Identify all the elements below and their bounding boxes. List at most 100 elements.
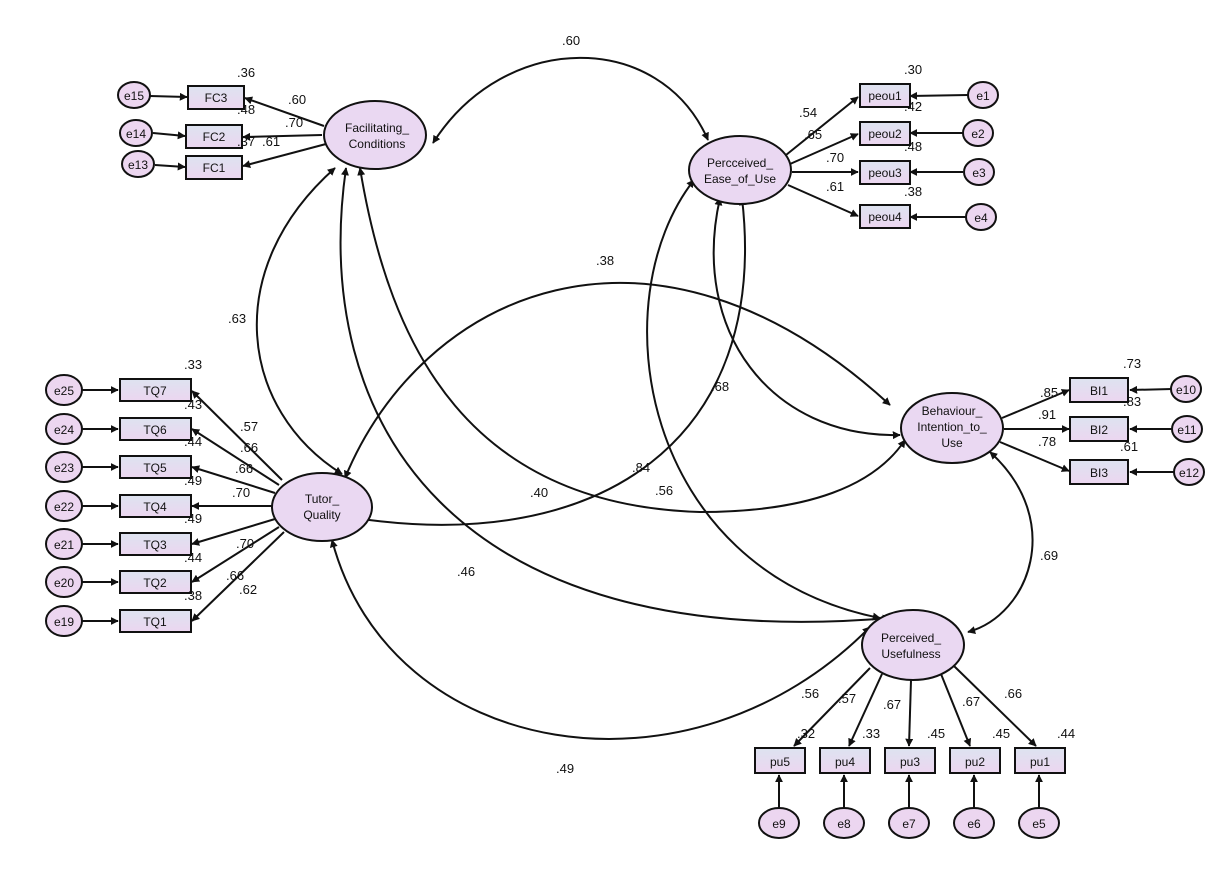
error-ellipse-e13	[121, 150, 155, 178]
r-squared-labels: .36 .48 .37 .30 .42 .48 .38 .73 .83 .61 …	[184, 62, 1141, 741]
error-label-e9: e9	[772, 817, 786, 831]
covariance-peou-bi	[712, 197, 901, 440]
loading-labels: .60 .70 .61 .54 .65 .70 .61 .85 .91 .78 …	[226, 92, 1058, 712]
loading-label-peou4: .61	[826, 179, 844, 194]
latent-label-bi-line2: Intention_to_	[917, 420, 987, 434]
error-ellipse-e15	[117, 81, 151, 109]
latent-ellipse-perceived-usefulness	[861, 609, 965, 681]
indicator-label-peou4: peou4	[868, 210, 902, 224]
covariance-labels: .60 .63 .56 .46 .68 .40 .84 .38 .49 .69	[228, 33, 1058, 776]
indicator-box-fc3	[187, 85, 245, 110]
latent-variables: Facilitating_ Conditions Percceived_ Eas…	[271, 100, 1004, 681]
latent-label-fc-line2: Conditions	[349, 137, 406, 151]
indicator-label-bi2: BI2	[1090, 423, 1108, 437]
loading-label-tq1: .62	[239, 582, 257, 597]
indicator-box-bi1	[1069, 377, 1129, 403]
loading-label-tq7: .57	[240, 419, 258, 434]
covariance-tq-bi	[344, 281, 891, 479]
indicator-box-fc2	[185, 124, 243, 149]
error-label-e22: e22	[54, 500, 74, 514]
indicator-label-tq4: TQ4	[143, 500, 167, 514]
indicator-box-tq5	[119, 455, 192, 479]
latent-label-tq-line1: Tutor_	[305, 492, 340, 506]
error-ellipse-e7	[888, 807, 930, 839]
latent-ellipse-tutor-quality	[271, 472, 373, 542]
fc-indicators: FC3 FC2 FC1	[185, 85, 245, 180]
r2-label-pu1: .44	[1057, 726, 1075, 741]
loading-label-tq3: .70	[236, 536, 254, 551]
indicator-box-pu4	[819, 747, 871, 774]
indicator-label-pu3: pu3	[900, 755, 920, 769]
error-ellipse-e5	[1018, 807, 1060, 839]
covariance-peou-tq	[354, 197, 747, 526]
latent-ellipse-perceived-ease-of-use	[688, 135, 792, 205]
indicator-label-fc2: FC2	[203, 130, 226, 144]
r2-label-tq3: .49	[184, 511, 202, 526]
error-label-e14: e14	[126, 127, 146, 141]
r2-label-peou4: .38	[904, 184, 922, 199]
indicator-label-fc1: FC1	[203, 161, 226, 175]
r2-label-bi2: .83	[1123, 394, 1141, 409]
error-ellipse-e14	[119, 119, 153, 147]
loading-label-bi3: .78	[1038, 434, 1056, 449]
indicator-box-fc1	[185, 155, 243, 180]
covariance-label-tq-pu: .49	[556, 761, 574, 776]
error-label-e20: e20	[54, 576, 74, 590]
error-ellipse-e12	[1173, 458, 1205, 486]
error-label-e3: e3	[972, 166, 986, 180]
indicator-label-tq7: TQ7	[143, 384, 167, 398]
r2-label-peou2: .42	[904, 99, 922, 114]
latent-label-pu-line2: Usefulness	[881, 647, 940, 661]
indicator-label-tq3: TQ3	[143, 538, 167, 552]
error-label-e15: e15	[124, 89, 144, 103]
indicator-label-bi1: BI1	[1090, 384, 1108, 398]
error-ellipse-e24	[45, 413, 83, 445]
indicator-box-tq7	[119, 378, 192, 402]
covariance-label-fc-bi: .56	[655, 483, 673, 498]
loading-label-pu4: .57	[838, 691, 856, 706]
error-ellipse-e2	[962, 119, 994, 147]
r2-label-bi1: .73	[1123, 356, 1141, 371]
error-ellipse-e1	[967, 81, 999, 109]
error-ellipse-e9	[758, 807, 800, 839]
covariance-label-bi-pu: .69	[1040, 548, 1058, 563]
indicator-label-fc3: FC3	[205, 91, 228, 105]
indicator-box-pu5	[754, 747, 806, 774]
r2-label-pu4: .33	[862, 726, 880, 741]
error-ellipse-e8	[823, 807, 865, 839]
indicator-box-peou1	[859, 83, 911, 108]
error-ellipse-e3	[963, 158, 995, 186]
indicator-label-bi3: BI3	[1090, 466, 1108, 480]
r2-label-fc3: .36	[237, 65, 255, 80]
indicator-box-peou3	[859, 160, 911, 185]
latent-label-bi-line3: Use	[941, 436, 963, 450]
indicator-box-tq2	[119, 570, 192, 594]
indicator-box-pu3	[884, 747, 936, 774]
indicator-box-bi3	[1069, 459, 1129, 485]
covariance-label-peou-pu: .84	[632, 460, 650, 475]
error-label-e13: e13	[128, 158, 148, 172]
error-ellipse-e10	[1170, 375, 1202, 403]
error-label-e1: e1	[976, 89, 990, 103]
r2-label-pu2: .45	[992, 726, 1010, 741]
error-label-e19: e19	[54, 615, 74, 629]
r2-label-tq2: .44	[184, 550, 202, 565]
latent-label-fc-line1: Facilitating_	[345, 121, 409, 135]
covariance-fc-peou	[432, 57, 709, 144]
covariance-curves	[255, 57, 1034, 740]
error-label-e2: e2	[971, 127, 985, 141]
indicator-label-pu4: pu4	[835, 755, 855, 769]
loading-label-peou1: .54	[799, 105, 817, 120]
error-ellipse-e23	[45, 451, 83, 483]
covariance-label-fc-tq: .63	[228, 311, 246, 326]
latent-ellipse-facilitating-conditions	[323, 100, 427, 170]
r2-label-pu5: .32	[797, 726, 815, 741]
covariance-label-peou-tq: .40	[530, 485, 548, 500]
indicator-label-peou1: peou1	[868, 89, 902, 103]
error-terms: e15 e14 e13 e1 e2 e3 e4 e10 e11 e12 e25 …	[45, 81, 1205, 839]
r2-label-fc2: .48	[237, 102, 255, 117]
indicator-label-pu2: pu2	[965, 755, 985, 769]
latent-label-tq-line2: Quality	[303, 508, 340, 522]
error-label-e5: e5	[1032, 817, 1046, 831]
error-ellipse-e6	[953, 807, 995, 839]
